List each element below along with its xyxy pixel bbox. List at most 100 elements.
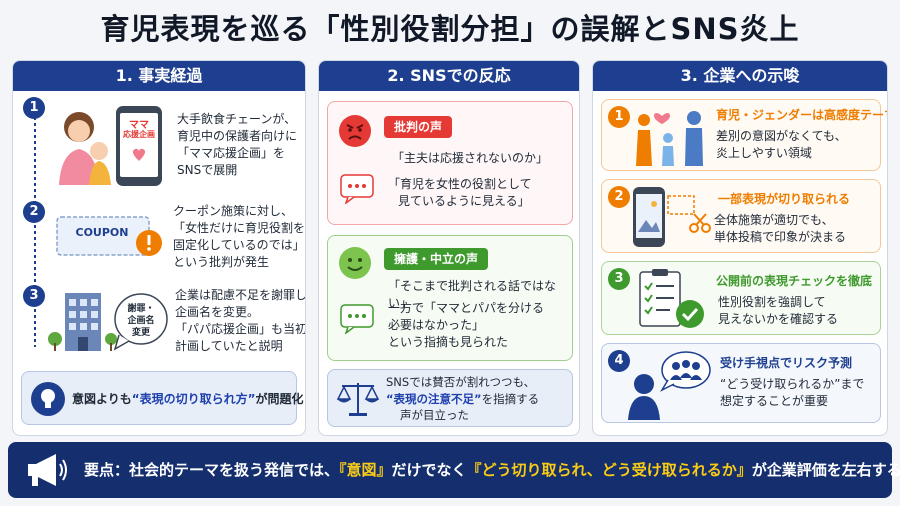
implication-card-3: 3 公開前の表現チェックを徹底 性別役割を強調して 見えないかを確認する xyxy=(601,261,881,335)
item-title: 一部表現が切り取られる xyxy=(718,192,851,206)
family-icon xyxy=(636,111,703,166)
chat-bubble-icon xyxy=(340,174,374,204)
balance-scale-icon xyxy=(336,383,380,416)
summary-banner: 要点：社会的テーマを扱う発信では、『意図』だけでなく『どう切り取られ、どう受け取… xyxy=(8,442,900,498)
text-line: 想定することが重要 xyxy=(720,394,829,408)
text-line: 見ているように見える」 xyxy=(398,194,530,208)
item-number: 3 xyxy=(608,268,630,290)
support-label: 擁護・中立の声 xyxy=(384,248,489,270)
coupon-label: COUPON xyxy=(75,226,129,239)
step2-text: クーポン施策に対し、 「女性だけに育児役割を 固定化しているのでは」 という批判… xyxy=(173,203,305,271)
text-line: 必要はなかった」 xyxy=(388,318,485,332)
megaphone-icon xyxy=(28,454,67,486)
item-text: 差別の意図がなくても、 炎上しやすい領域 xyxy=(716,128,847,162)
support-quote2: 一方で「ママとパパを分ける 必要はなかった」 という指摘も見られた xyxy=(388,300,544,351)
note-post: が問題化 xyxy=(255,392,304,406)
step-number: 1 xyxy=(23,97,45,119)
text-line: 大手飲食チェーンが、 xyxy=(177,112,297,126)
smiley-face-icon xyxy=(339,247,371,279)
sign-line2: 応援企画 xyxy=(123,130,155,139)
audience-icon xyxy=(628,351,711,420)
text-line: 「育児を女性の役割として xyxy=(388,177,532,191)
text-line: クーポン施策に対し、 xyxy=(173,204,294,218)
support-card: 擁護・中立の声 「そこまで批判される話ではない」 一方で「ママとパパを分ける 必… xyxy=(327,235,573,361)
office-building-icon xyxy=(48,293,117,351)
text-line: 「ママ応援企画」を xyxy=(177,146,286,160)
text-line: “どう受け取られるか”まで xyxy=(720,377,865,391)
summary-highlight: 『意図』 xyxy=(339,461,392,479)
column-header: 2. SNSでの反応 xyxy=(319,61,579,91)
text-line: 見えないかを確認する xyxy=(718,312,839,326)
lightbulb-icon xyxy=(31,382,65,416)
column-reactions: 2. SNSでの反応 批判の声 「主夫は応援されないのか」 「育児を女性の役割と… xyxy=(318,60,580,436)
column-facts: 1. 事実経過 1 ママ 応援企画 大手飲食チェーンが、 育児中の保護者向けに … xyxy=(12,60,306,436)
text-line: という指摘も見られた xyxy=(388,335,509,349)
scissors-icon xyxy=(667,195,711,233)
text-line: 「パパ応援企画」も当初から xyxy=(175,322,306,336)
summary-text: 要点：社会的テーマを扱う発信では、『意図』だけでなく『どう切り取られ、どう受け取… xyxy=(84,442,900,498)
column-header: 1. 事実経過 xyxy=(13,61,305,91)
angry-face-icon xyxy=(339,115,371,147)
checklist-icon xyxy=(639,269,704,328)
item-text: 全体施策が適切でも、 単体投稿で印象が決まる xyxy=(714,212,846,246)
summary-prefix: 要点：社会的テーマを扱う発信では、 xyxy=(84,461,340,479)
chat-bubble-icon xyxy=(340,304,374,334)
summary-highlight: 『どう切り取られ、どう受け取られるか』 xyxy=(466,461,752,479)
step-number: 2 xyxy=(23,201,45,223)
item-title: 公開前の表現チェックを徹底 xyxy=(716,274,873,288)
note-emphasis: “表現の注意不足” xyxy=(386,391,482,406)
note-box: SNSでは賛否が割れつつも、 “表現の注意不足”を指摘する 声が目立った xyxy=(327,369,573,427)
sign-line1: ママ xyxy=(129,120,149,131)
text-line: SNSで展開 xyxy=(177,163,238,177)
column-header: 3. 企業への示唆 xyxy=(593,61,887,91)
text-line: 声が目立った xyxy=(400,408,469,422)
text-line: 単体投稿で印象が決まる xyxy=(714,230,847,244)
text-line: 全体施策が適切でも、 xyxy=(714,213,834,227)
text-line: 計画していたと説明 xyxy=(175,339,283,353)
text-line: 性別役割を強調して xyxy=(718,295,826,309)
note-emphasis: “表現の切り取られ方” xyxy=(131,392,256,406)
item-text: 性別役割を強調して 見えないかを確認する xyxy=(718,294,838,328)
text-line: 一方で「ママとパパを分ける xyxy=(388,301,545,315)
item-number: 2 xyxy=(608,186,630,208)
item-number: 4 xyxy=(608,350,630,372)
text-line: 「女性だけに育児役割を xyxy=(173,221,306,235)
bubble-line3: 変更 xyxy=(131,328,150,338)
column-implications: 3. 企業への示唆 1 育児・ジェンダーは高感度テーマ 差別の意図がなくても、 … xyxy=(592,60,888,436)
note-pre: 意図よりも xyxy=(72,392,132,406)
text-line: 育児中の保護者向けに xyxy=(177,129,298,143)
smartphone-icon xyxy=(116,106,162,186)
critical-card: 批判の声 「主夫は応援されないのか」 「育児を女性の役割として 見ているように見… xyxy=(327,101,573,225)
step-number: 3 xyxy=(23,285,45,307)
implication-card-1: 1 育児・ジェンダーは高感度テーマ 差別の意図がなくても、 炎上しやすい領域 xyxy=(601,99,887,171)
page-title: 育児表現を巡る「性別役割分担」の誤解とSNS炎上 xyxy=(100,12,800,46)
bubble-line2: 企画名 xyxy=(127,316,155,326)
timeline-line xyxy=(34,117,36,347)
note-text: 意図よりも“表現の切り取られ方”が問題化 xyxy=(72,372,304,426)
item-title: 受け手視点でリスク予測 xyxy=(720,356,853,370)
text-line: 企業は配慮不足を謝罪し xyxy=(175,288,306,302)
support-quote1: 「そこまで批判される話ではない」 xyxy=(388,279,557,310)
bubble-line1: 謝罪・ xyxy=(127,304,155,314)
summary-suffix: が企業評価を左右する xyxy=(751,461,900,479)
speech-bubble-icon xyxy=(113,293,168,351)
critical-quote2: 「育児を女性の役割として 見ているように見える」 xyxy=(388,176,532,210)
text-line: 企画名を変更。 xyxy=(175,305,260,319)
text-line: 炎上しやすい領域 xyxy=(716,146,812,160)
item-title: 育児・ジェンダーは高感度テーマ xyxy=(716,108,888,122)
text-line: という批判が発生 xyxy=(173,255,270,269)
item-text: “どう受け取られるか”まで 想定することが重要 xyxy=(720,376,864,410)
item-number: 1 xyxy=(608,106,630,128)
text-line: “表現の注意不足”を指摘する xyxy=(386,391,539,408)
warning-icon xyxy=(136,230,162,256)
text-line: 差別の意図がなくても、 xyxy=(716,129,847,143)
step3-text: 企業は配慮不足を謝罪し 企画名を変更。 「パパ応援企画」も当初から 計画していた… xyxy=(175,287,306,355)
critical-label: 批判の声 xyxy=(384,116,453,138)
step1-text: 大手飲食チェーンが、 育児中の保護者向けに 「ママ応援企画」を SNSで展開 xyxy=(177,111,297,179)
summary-mid: だけでなく xyxy=(391,461,467,479)
note-box: 意図よりも“表現の切り取られ方”が問題化 xyxy=(21,371,304,425)
note-text: SNSでは賛否が割れつつも、 “表現の注意不足”を指摘する 声が目立った xyxy=(386,374,539,424)
smartphone-icon xyxy=(633,187,665,247)
implication-card-4: 4 受け手視点でリスク予測 “どう受け取られるか”まで 想定することが重要 xyxy=(601,343,881,423)
note-post: を指摘する xyxy=(481,391,540,406)
